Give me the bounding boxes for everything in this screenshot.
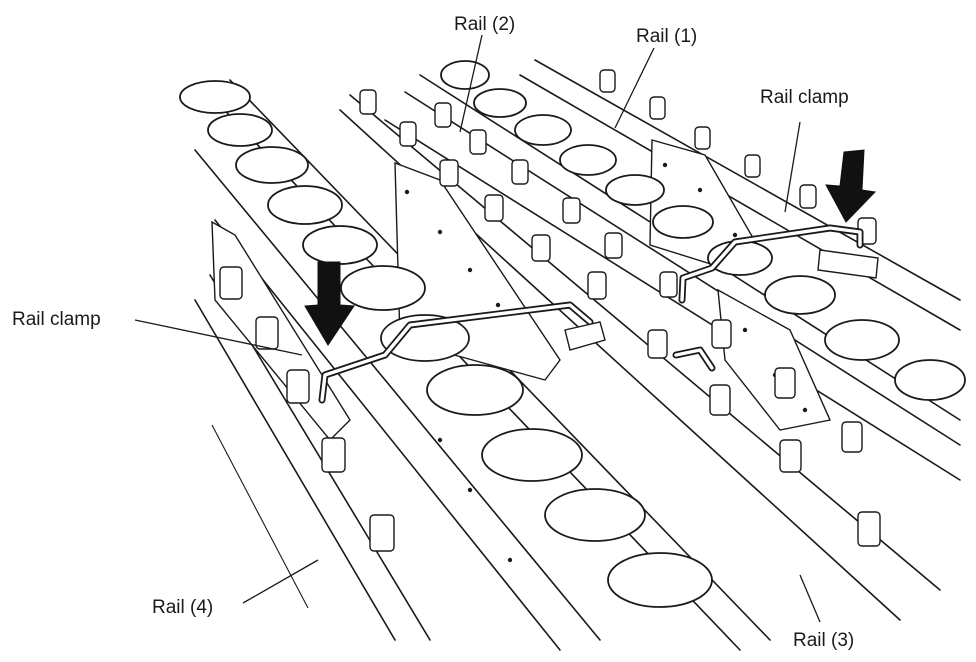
label-rail-3: Rail (3): [793, 630, 854, 651]
rail-clips: [219, 69, 881, 552]
clamp-arrow-left-icon: [304, 261, 355, 346]
clamp-arrow-right-icon: [825, 149, 877, 223]
rail-clamp-right: [672, 224, 879, 372]
label-rail-clamp-right: Rail clamp: [760, 87, 849, 108]
label-rail-4: Rail (4): [152, 597, 213, 618]
cans-right-lane: [440, 60, 966, 401]
label-rail-2: Rail (2): [454, 14, 515, 35]
cans-left-lane: [179, 80, 713, 608]
leader-lines: [134, 34, 821, 623]
plate-holes: [404, 162, 808, 563]
rail-clamp-left: [318, 301, 606, 404]
label-rail-1: Rail (1): [636, 26, 697, 47]
label-rail-clamp-left: Rail clamp: [12, 309, 101, 330]
